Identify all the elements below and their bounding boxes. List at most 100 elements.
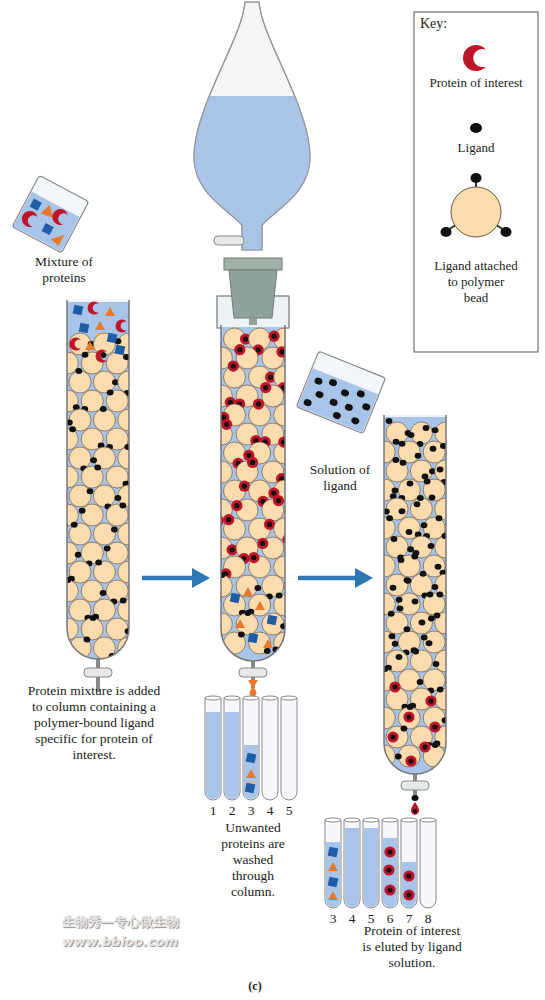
protein-of-interest [273, 495, 284, 506]
test-tube [401, 818, 417, 908]
polymer-bead [93, 409, 115, 431]
test-tube [344, 818, 360, 908]
ligand [219, 572, 226, 578]
ligand [209, 465, 214, 470]
ligand [398, 557, 405, 563]
ligand [411, 647, 418, 653]
tube-glass [224, 698, 240, 800]
ligand [216, 518, 221, 523]
ligand [238, 631, 245, 637]
ligand [433, 661, 440, 667]
ligand [392, 684, 397, 689]
tube-liquid [326, 842, 340, 907]
ligand [413, 550, 420, 556]
protein-of-interest [228, 360, 239, 371]
polymer-bead [224, 556, 246, 578]
unwanted-protein [42, 223, 54, 235]
unwanted-protein [79, 323, 90, 334]
polymer-bead [398, 593, 420, 615]
ligand [420, 571, 427, 577]
drop [411, 802, 419, 815]
test-tube [325, 818, 341, 908]
ligand [407, 481, 414, 487]
caption-text: Protein of interest is eluted by ligand … [362, 923, 462, 971]
tube-rim [344, 818, 360, 822]
stopper [224, 258, 282, 270]
ligand [417, 679, 424, 685]
polymer-bead [81, 618, 103, 640]
unwanted-protein [30, 198, 42, 210]
tube-rim [262, 696, 278, 700]
ligand [406, 714, 411, 719]
ligand [430, 446, 437, 452]
unwanted-protein [73, 305, 84, 316]
ligand [64, 577, 71, 583]
protein-of-interest [384, 884, 395, 895]
collection-tubes [205, 696, 436, 908]
beaker-liquid [13, 192, 79, 252]
tube-liquid [383, 838, 397, 907]
beaker-liquid [298, 368, 378, 432]
protein-of-interest [221, 419, 232, 430]
polymer-bead [106, 390, 128, 412]
stopcock [84, 668, 112, 677]
ligand [264, 648, 271, 654]
ligand [441, 533, 448, 539]
tube-glass [205, 698, 221, 800]
protein-of-interest [403, 711, 414, 722]
ligand [374, 457, 381, 463]
ligand [95, 560, 102, 566]
ligand [399, 508, 406, 514]
tube-liquid [206, 712, 220, 799]
unwanted-protein [246, 753, 257, 764]
key-box [414, 12, 538, 352]
ligand [260, 541, 265, 546]
drop [250, 686, 257, 697]
polymer-bead [262, 461, 284, 483]
ligand [115, 495, 122, 501]
ligand [71, 522, 78, 528]
tube-number: 4 [262, 803, 278, 819]
ligand [413, 809, 417, 813]
ligand [419, 619, 426, 625]
ligand [263, 385, 268, 390]
polymer-bead [81, 580, 103, 602]
beaker-glass [12, 175, 89, 253]
protein-of-interest [384, 846, 395, 857]
polymer-bead [386, 574, 408, 596]
ligand [254, 585, 261, 591]
polymer-bead [386, 650, 408, 672]
unwanted-protein [115, 345, 126, 356]
unwanted-protein [267, 615, 278, 626]
tube-rim [401, 818, 417, 822]
arrow-head [355, 568, 373, 588]
ligand [231, 363, 236, 368]
ligand [230, 547, 235, 552]
protein-of-interest [268, 331, 279, 342]
ligand [393, 439, 400, 445]
ligand [361, 402, 371, 411]
ligand [75, 368, 82, 374]
ligand [432, 724, 437, 729]
ligand [436, 592, 443, 598]
polymer-bead [106, 542, 128, 564]
tube-number: 1 [205, 803, 221, 819]
ligand [344, 403, 354, 412]
polymer-bead [69, 485, 91, 507]
ligand [90, 615, 97, 621]
ligand [437, 686, 444, 692]
polymer-bead [410, 498, 432, 520]
test-tube [382, 818, 398, 908]
ligand [90, 457, 97, 463]
ligand [251, 555, 256, 560]
ligand [428, 543, 435, 549]
tube-number: 8 [420, 911, 436, 927]
tube-number: 3 [243, 803, 259, 819]
unwanted-protein [328, 877, 339, 888]
stopcock [239, 668, 267, 677]
ligand [389, 633, 396, 639]
polymer-bead [69, 447, 91, 469]
protein-of-interest [289, 557, 300, 568]
ligand [268, 375, 273, 380]
unwanted-protein [263, 639, 273, 648]
